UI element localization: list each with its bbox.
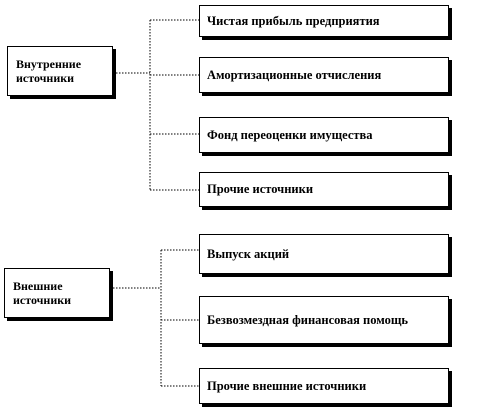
- item-label: Безвозмездная финансовая помощь: [207, 312, 408, 327]
- item-box-internal-4: Прочие источники: [199, 172, 449, 207]
- source-box-external: Внешние источники: [4, 268, 110, 318]
- item-box-internal-3: Фонд переоценки имущества: [199, 117, 449, 153]
- item-label: Фонд переоценки имущества: [207, 127, 373, 142]
- item-box-internal-1: Чистая прибыль предприятия: [199, 5, 449, 37]
- item-box-external-1: Выпуск акций: [199, 234, 449, 274]
- item-box-internal-2: Амортизационные отчисления: [199, 57, 449, 93]
- source-box-internal: Внутренние источники: [7, 46, 113, 96]
- item-label: Выпуск акций: [207, 246, 290, 261]
- item-label: Чистая прибыль предприятия: [207, 13, 380, 28]
- item-label: Прочие источники: [207, 182, 314, 196]
- item-box-external-2: Безвозмездная финансовая помощь: [199, 296, 449, 344]
- source-label: Внешние источники: [13, 279, 72, 307]
- source-label: Внутренние источники: [16, 57, 82, 85]
- item-label: Прочие внешние источники: [207, 378, 367, 393]
- item-box-external-3: Прочие внешние источники: [199, 368, 449, 404]
- item-label: Амортизационные отчисления: [207, 67, 382, 82]
